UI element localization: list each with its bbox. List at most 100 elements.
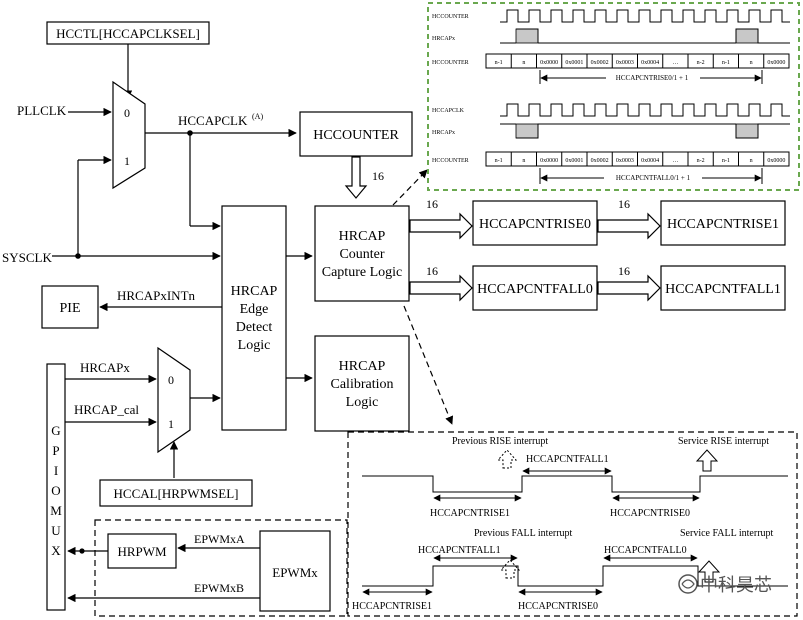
cntfall0-b-label: HCCAPCNTFALL0 (604, 545, 687, 556)
calibration-line1: HRCAP (339, 359, 386, 374)
timing-b-hrcap-label: HRCAPx (432, 130, 455, 136)
counter-cell-value: 0x0000 (767, 158, 785, 164)
cntfall0-box (472, 265, 598, 311)
counter-cell-value: 0x0000 (540, 60, 558, 66)
connector-to-top-timing (392, 169, 428, 206)
epwmxa-label: EPWMxA (194, 532, 245, 546)
counter-cell-value: 0x0001 (565, 158, 583, 164)
counter-cell-value: n-2 (697, 60, 705, 66)
prev-rise-arrow-icon (496, 449, 518, 469)
timing-a-clk-label: HCCOUNTER (432, 14, 469, 20)
counter-cell-value: n-2 (697, 158, 705, 164)
pie-label: PIE (60, 301, 81, 316)
counter-cell-value: n (750, 60, 753, 66)
gpio-mux-box (46, 363, 66, 611)
clock-mux-in1: 1 (124, 154, 130, 168)
timing-b-span-bg (604, 172, 702, 182)
cntrise1-b-label: HCCAPCNTRISE1 (352, 601, 432, 612)
top-timing-b: HCCAPCLK HRCAPx HCCOUNTER n-1 n 0x0000 0x00… (432, 103, 790, 184)
fall1-bus-width: 16 (618, 264, 630, 278)
fall-waveform (362, 565, 788, 587)
epwmxb-label: EPWMxB (194, 581, 244, 595)
counter-cell-value: 0x0003 (616, 158, 634, 164)
rise-bus-arrow (409, 212, 473, 240)
rise-bus-width: 16 (426, 197, 438, 211)
counter-cell-value: 0x0004 (641, 158, 659, 164)
edge-detect-line2: Edge (240, 302, 269, 317)
cntrise1-a-label: HCCAPCNTRISE1 (430, 508, 510, 519)
counter-capture-line1: HRCAP (339, 229, 386, 244)
timing-b-span-label: HCCAPCNTFALL0/1 + 1 (616, 174, 691, 182)
calibration-line3: Logic (346, 395, 379, 410)
connector-to-bottom-timing (403, 305, 454, 425)
timing-b-counter-label: HCCOUNTER (432, 158, 469, 164)
cntfall1-label: HCCAPCNTFALL1 (665, 282, 781, 297)
epwmx-label: EPWMx (272, 565, 318, 580)
hcctl-sel-label: HCCTL[HCCAPCLKSEL] (56, 26, 200, 41)
timing-a-hrcap-wave (500, 28, 790, 44)
cntrise0-label: HCCAPCNTRISE0 (479, 217, 591, 232)
counter-cell-value: n-1 (495, 158, 503, 164)
epwm-region-outline (94, 519, 348, 617)
counter-cell-value: n-1 (722, 60, 730, 66)
service-fall-arrow-icon (697, 560, 721, 583)
hccounter-label: HCCOUNTER (313, 128, 399, 143)
bottom-timing-fall: Previous FALL interrupt Service FALL int… (352, 528, 788, 612)
watermark-logo-mark (681, 579, 695, 589)
bottom-timing-panel (347, 431, 798, 617)
cntrise0-b-label: HCCAPCNTRISE0 (518, 601, 598, 612)
timing-a-clk-wave (500, 9, 790, 23)
timing-b-clk-label: HCCAPCLK (432, 108, 465, 114)
timing-a-counter-label: HCCOUNTER (432, 60, 469, 66)
counter-cell-value: n (522, 158, 525, 164)
gpio-mux-letter-o: O (51, 483, 60, 498)
cntfall0-label: HCCAPCNTFALL0 (477, 282, 593, 297)
timing-a-hrcap-label: HRCAPx (432, 36, 455, 42)
hccounter-box (299, 111, 413, 157)
prev-rise-label: Previous RISE interrupt (452, 436, 548, 447)
counter-cell-value: n (522, 60, 525, 66)
service-rise-arrow-icon (695, 449, 719, 472)
counter-cell-value: … (672, 158, 678, 164)
timing-b-hrcap-shade-left (515, 123, 539, 139)
counter-cell-value: n-1 (722, 158, 730, 164)
counter-capture-line3: Capture Logic (322, 265, 402, 280)
timing-a-span-bg (606, 72, 700, 82)
cntfall1-b-label: HCCAPCNTFALL1 (418, 545, 501, 556)
calibration-box (314, 335, 410, 432)
hrcapxintn-label: HRCAPxINTn (117, 288, 196, 303)
sysclk-label: SYSCLK (2, 250, 52, 265)
hccal-sel-box (99, 479, 253, 507)
counter-cell-value: n (750, 158, 753, 164)
cntfall1-a-label: HCCAPCNTFALL1 (526, 454, 609, 465)
gpio-mux-letter-u: U (51, 523, 61, 538)
watermark-text: 中科昊芯 (700, 575, 772, 596)
clock-mux (112, 80, 146, 190)
gpio-mux-letter-g: G (51, 423, 60, 438)
counter-cell-value: n-1 (495, 60, 503, 66)
timing-b-hrcap-shade-right (735, 123, 759, 139)
gpio-mux-letter-m: M (50, 503, 62, 518)
counter-capture-box (314, 205, 410, 302)
pllclk-label: PLLCLK (17, 103, 67, 118)
hrcap-cal-label: HRCAP_cal (74, 402, 139, 417)
edge-detect-line4: Logic (238, 338, 271, 353)
gpio-mux-letters: G P I O M U X (50, 423, 62, 558)
calibration-line2: Calibration (331, 377, 394, 392)
input-mux-in1: 1 (168, 417, 174, 431)
fall-bus-arrow (409, 274, 473, 302)
counter-capture-line2: Counter (339, 247, 384, 262)
rise1-bus-width: 16 (618, 197, 630, 211)
prev-fall-label: Previous FALL interrupt (474, 528, 573, 539)
clock-mux-in0: 0 (124, 106, 130, 120)
cntrise0-box (472, 200, 598, 246)
timing-a-hrcap-shade-right (735, 28, 759, 44)
counter-cell-value: 0x0004 (641, 60, 659, 66)
counter-cell-value: 0x0003 (616, 60, 634, 66)
edge-detect-line3: Detect (236, 320, 273, 335)
hrcapx-label: HRCAPx (80, 360, 130, 375)
gpio-mux-letter-i: I (54, 463, 58, 478)
